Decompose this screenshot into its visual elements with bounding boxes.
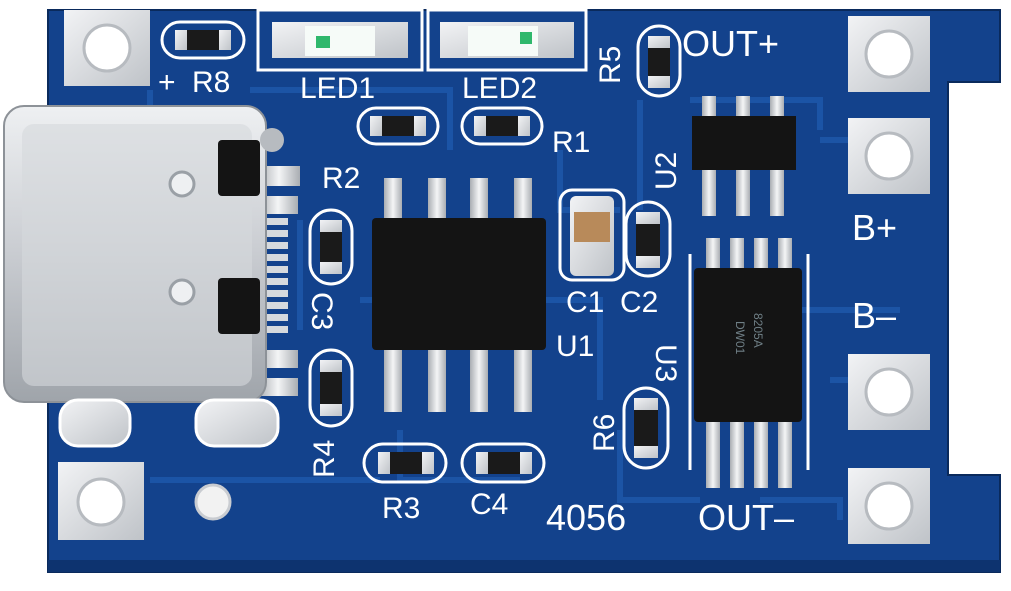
ic-u2 [692,96,796,216]
mount-pad-out-minus [848,468,930,544]
label-led2: LED2 [462,72,537,105]
label-out-plus: OUT+ [682,23,779,64]
label-b-plus: B+ [852,207,897,248]
mount-pad-b-plus [848,118,930,194]
label-out-minus: OUT– [698,497,794,538]
led2 [426,8,588,72]
capacitor-c2 [624,200,672,278]
usb-type-c-connector [3,105,300,403]
via-hole [194,483,232,521]
resistor-r1 [460,106,544,146]
label-c2: C2 [620,286,658,319]
label-r5: R5 [594,46,627,84]
label-u1: U1 [556,330,594,363]
mount-pad-bottom-left [58,462,144,540]
resistor-r6 [622,386,670,470]
label-r6: R6 [588,414,621,452]
mount-pad-out-plus [848,16,930,92]
label-c3: C3 [305,292,338,330]
pcb-edge-shadow [48,560,1000,572]
label-led1: LED1 [300,72,375,105]
ic-u1 [372,178,546,412]
label-r3: R3 [382,492,420,525]
label-b-minus: B– [852,295,896,336]
label-r8: R8 [192,66,230,99]
mount-pad-top-left [64,10,150,86]
label-r1: R1 [552,126,590,159]
capacitor-c1 [558,188,626,282]
u3-marking-line1: 8205A [751,313,765,348]
u3-marking-line2: DW01 [733,321,747,355]
label-c1: C1 [566,286,604,319]
resistor-r8 [160,20,246,60]
ic-u3: 8205A DW01 [694,238,802,488]
resistor-r4 [308,348,354,428]
label-plus: + [158,66,176,99]
capacitor-c4 [460,442,546,484]
usb-solder-tabs [58,398,280,448]
label-u2: U2 [650,152,683,190]
label-u3: U3 [649,344,682,382]
capacitor-c3 [308,208,354,286]
mount-pad-b-minus [848,354,930,430]
label-r2: R2 [322,162,360,195]
label-model-4056: 4056 [546,497,626,538]
resistor-r3 [362,442,448,484]
u3-silk-outline [688,254,810,470]
led1 [256,8,424,72]
resistor-r5 [636,24,682,98]
label-c4: C4 [470,488,508,521]
resistor-r2 [356,106,440,146]
label-r4: R4 [308,440,341,478]
